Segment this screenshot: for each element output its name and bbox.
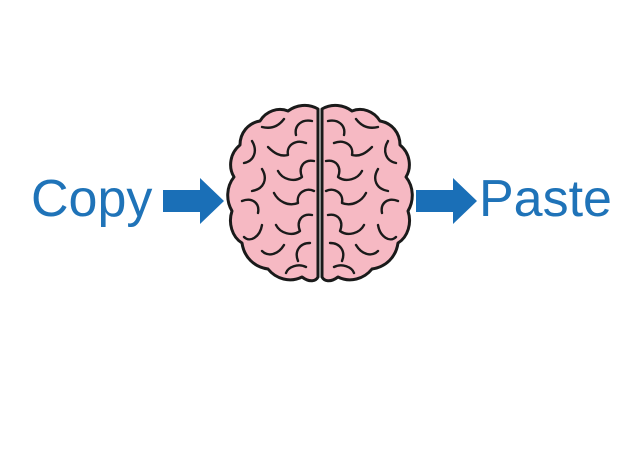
brain-icon [226, 103, 414, 283]
arrow-right-icon [163, 178, 224, 224]
arrow-right-icon [416, 178, 477, 224]
copy-label: Copy [31, 170, 153, 228]
paste-label: Paste [479, 170, 612, 228]
